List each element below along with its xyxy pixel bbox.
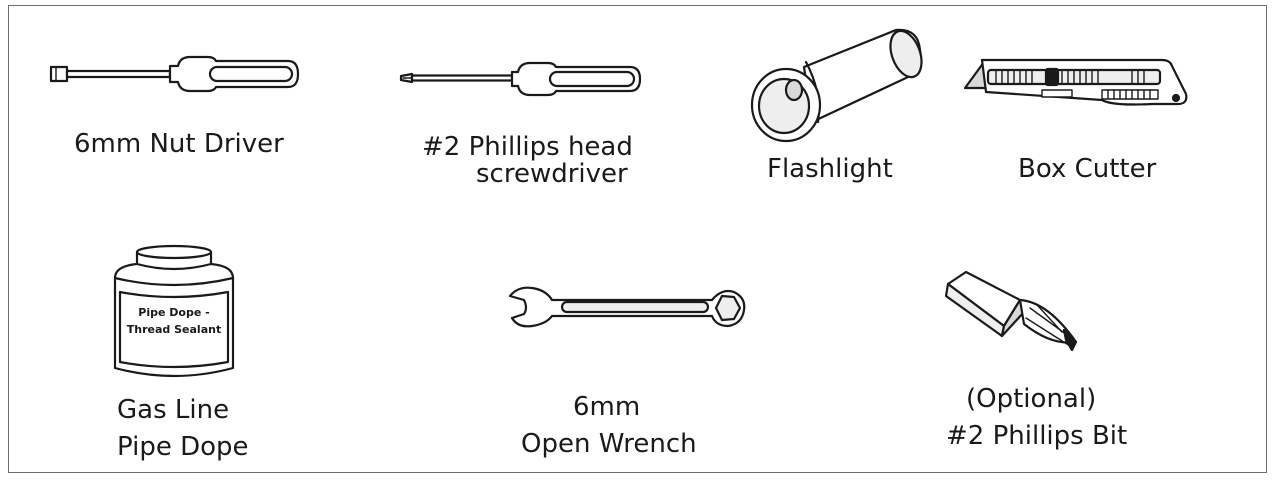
pipe-dope-label-line1: Gas Line	[117, 395, 230, 425]
phillips-bit-label-line2: #2 Phillips Bit	[946, 421, 1128, 451]
pipe-dope-label-line2: Pipe Dope	[117, 432, 249, 462]
phillips-screwdriver-label-line1: #2 Phillips head	[422, 132, 633, 162]
jar-label-line1: Pipe Dope -	[138, 306, 209, 319]
flashlight-icon	[750, 28, 923, 143]
phillips-bit-icon	[944, 270, 1078, 352]
phillips-screwdriver-label-line2: screwdriver	[476, 159, 628, 189]
nut-driver-icon	[49, 55, 300, 93]
phillips-bit-label-line1: (Optional)	[966, 384, 1097, 414]
jar-label-line2: Thread Sealant	[127, 323, 221, 336]
open-wrench-label-line2: Open Wrench	[521, 429, 697, 459]
open-wrench-label-line1: 6mm	[573, 392, 641, 422]
phillips-screwdriver-icon	[399, 61, 642, 97]
pipe-dope-jar-icon: Pipe Dope - Thread Sealant	[113, 244, 235, 378]
box-cutter-icon	[963, 58, 1188, 106]
combination-wrench-icon	[508, 286, 746, 328]
flashlight-label: Flashlight	[767, 154, 893, 184]
box-cutter-label: Box Cutter	[1018, 154, 1157, 184]
nut-driver-label: 6mm Nut Driver	[74, 129, 284, 159]
